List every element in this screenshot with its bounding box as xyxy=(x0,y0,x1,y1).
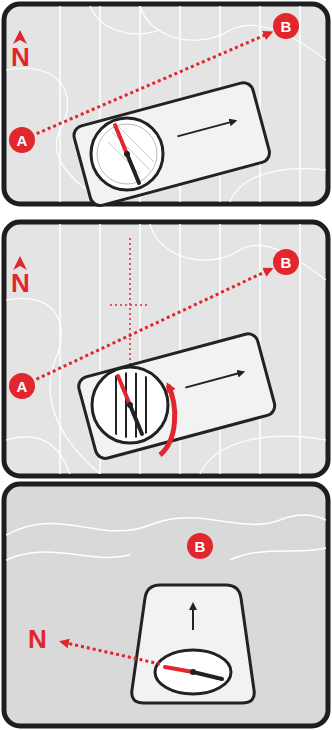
point-letter: B xyxy=(195,539,206,554)
point-marker: A xyxy=(9,127,35,153)
north-label: N xyxy=(11,270,30,296)
point-letter: A xyxy=(17,133,28,148)
north-label: N xyxy=(11,44,30,70)
point-marker: B xyxy=(187,533,213,559)
point-letter: A xyxy=(17,379,28,394)
bearing-line xyxy=(36,269,271,379)
point-marker: A xyxy=(9,373,35,399)
bearing-line xyxy=(37,32,272,133)
north-label: N xyxy=(28,626,47,652)
point-marker: B xyxy=(273,13,299,39)
point-letter: B xyxy=(281,19,292,34)
point-marker: B xyxy=(273,249,299,275)
point-letter: B xyxy=(281,255,292,270)
